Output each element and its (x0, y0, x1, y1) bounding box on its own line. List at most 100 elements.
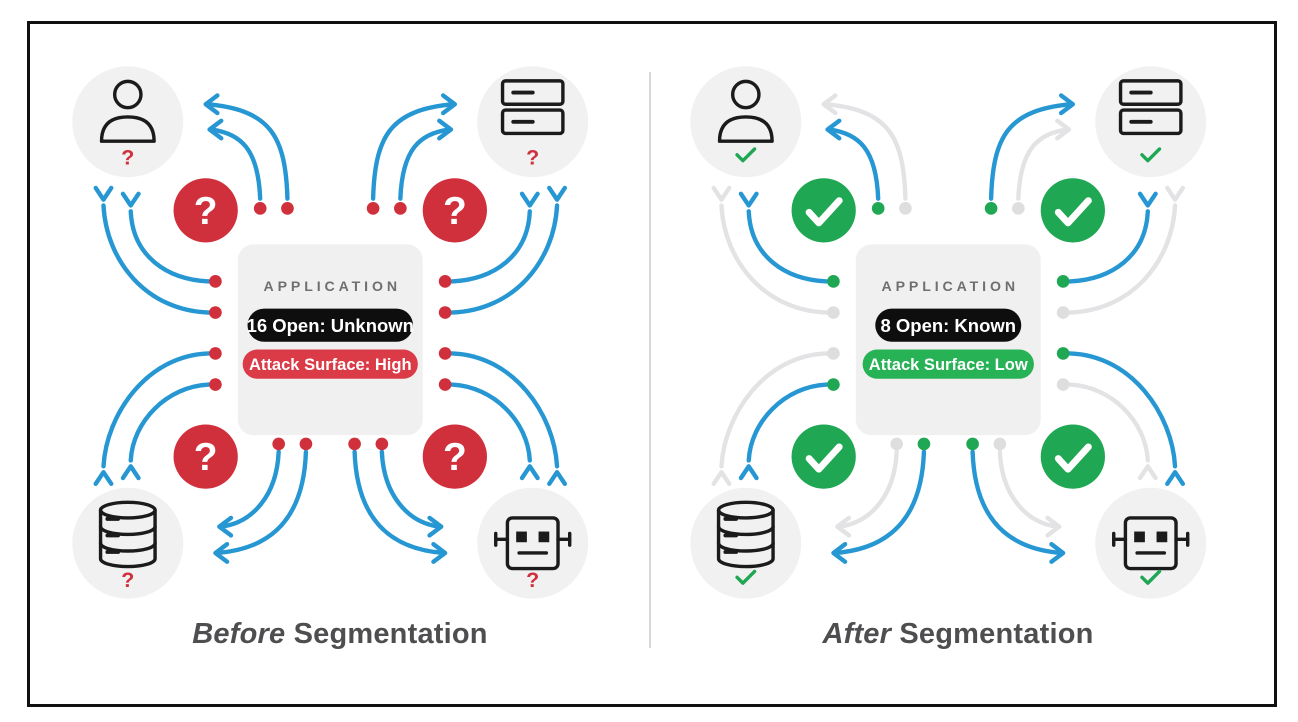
diagram-frame: APPLICATION 16 Open: Unknown Attack Surf… (27, 21, 1277, 707)
known-badge (791, 178, 856, 243)
arc-bot-in-outer (352, 449, 446, 556)
arc-database-out-inner (128, 382, 211, 463)
port-dot-closed (899, 202, 912, 215)
flows-before (93, 93, 568, 564)
node-database (690, 487, 802, 599)
port-dot-closed (1056, 306, 1070, 319)
port-dots (827, 202, 1070, 451)
arc-database-in-outer (215, 449, 309, 556)
port-dot (438, 306, 452, 319)
port-dot (348, 437, 361, 451)
port-dot-closed (993, 437, 1007, 451)
port-dot-open (871, 202, 885, 215)
arc-database-in-inner-blocked (837, 449, 899, 529)
caption-after: After Segmentation (648, 618, 1268, 651)
port-dot-open (917, 437, 931, 451)
node-user (690, 66, 802, 178)
open-ports-badge (247, 308, 413, 342)
arc-server-in-inner-blocked (1016, 127, 1070, 201)
arc-server-out-inner (449, 209, 532, 284)
checkmark-icon (805, 197, 843, 227)
arc-bot-out-inner (449, 382, 532, 463)
unknown-badge: ? (422, 178, 487, 243)
question-mark-icon: ? (121, 568, 134, 592)
port-dot (438, 378, 452, 391)
arrowhead-down-icon (519, 191, 540, 208)
open-ports-badge-label: 8 Open: Known (880, 315, 1016, 336)
arrowhead-up-icon (1137, 464, 1158, 481)
port-dot-closed (1012, 202, 1025, 215)
port-dot-open (966, 437, 979, 451)
node-database: ? (72, 487, 184, 599)
checkmark-icon (1054, 443, 1092, 473)
user-icon (717, 79, 774, 143)
arc-user-in-inner (209, 127, 263, 201)
arrowhead-right-icon (1049, 541, 1066, 564)
arrowhead-up-icon (93, 469, 114, 487)
port-dot-open (827, 378, 840, 391)
port-dot (366, 202, 380, 215)
port-dot (209, 347, 222, 360)
robot-icon (494, 516, 572, 571)
flows-after (711, 93, 1186, 564)
status-badges: ? ? ? ? (173, 178, 487, 489)
port-dot-closed (827, 306, 840, 319)
port-dot (253, 202, 267, 215)
caption-before: Before Segmentation (30, 618, 650, 651)
known-badge (1040, 424, 1105, 489)
arrowhead-down-icon (738, 191, 759, 208)
question-mark-icon: ? (526, 146, 539, 170)
arrowhead-left-icon (835, 515, 852, 538)
port-dot (438, 347, 452, 360)
known-badge (791, 424, 856, 489)
checkmark-icon (735, 569, 757, 585)
arrowhead-down-icon (93, 185, 114, 202)
arrowhead-right-icon (440, 93, 458, 116)
arc-bot-out-outer (449, 351, 560, 469)
arrowhead-left-icon (207, 118, 224, 141)
arc-user-out-outer-blocked (719, 203, 829, 315)
attack-surface-badge-label: Attack Surface: High (249, 355, 412, 374)
arrowhead-down-icon (547, 185, 568, 202)
database-icon (98, 500, 157, 569)
arc-bot-out-outer (1067, 351, 1178, 469)
port-dot-open (1056, 275, 1070, 288)
application-box: APPLICATION 8 Open: Known Attack Surface… (855, 244, 1041, 436)
arc-bot-out-inner-blocked (1067, 382, 1150, 463)
port-dot-open (984, 202, 998, 215)
user-icon (99, 79, 156, 143)
arrowhead-right-icon (1058, 93, 1076, 116)
unknown-badge: ? (422, 424, 487, 489)
caption-before-emphasis: Before (192, 618, 286, 650)
arc-server-in-outer (370, 102, 456, 201)
port-dot (281, 202, 294, 215)
arrowhead-right-icon (1055, 118, 1072, 141)
attack-surface-badge (242, 349, 418, 379)
arrowhead-down-icon (1165, 185, 1186, 202)
application-label: APPLICATION (882, 278, 1019, 294)
arc-user-in-outer-blocked (823, 102, 908, 201)
arrowhead-down-icon (120, 191, 141, 208)
application-box: APPLICATION 16 Open: Unknown Attack Surf… (237, 244, 423, 436)
port-dot (438, 275, 452, 288)
checkmark-icon (1140, 147, 1162, 163)
unknown-badge: ? (173, 178, 238, 243)
question-mark-icon: ? (526, 568, 539, 592)
checkmark-icon (1054, 197, 1092, 227)
question-mark-icon: ? (194, 190, 218, 233)
arrowhead-left-icon (203, 93, 220, 116)
port-dot-open (1056, 347, 1070, 360)
arc-user-in-inner (827, 127, 881, 201)
arrowhead-up-icon (547, 469, 568, 487)
arrowhead-left-icon (217, 515, 234, 538)
arrowhead-up-icon (711, 469, 732, 487)
checkmark-icon (735, 147, 757, 163)
question-mark-icon: ? (443, 436, 467, 479)
caption-after-emphasis: After (822, 618, 892, 650)
arrowhead-down-icon (711, 185, 732, 202)
open-ports-badge-label: 16 Open: Unknown (247, 315, 414, 336)
arc-database-in-inner (219, 449, 281, 529)
attack-surface-badge-label: Attack Surface: Low (869, 355, 1028, 374)
arrowhead-right-icon (437, 118, 454, 141)
unknown-badge: ? (173, 424, 238, 489)
